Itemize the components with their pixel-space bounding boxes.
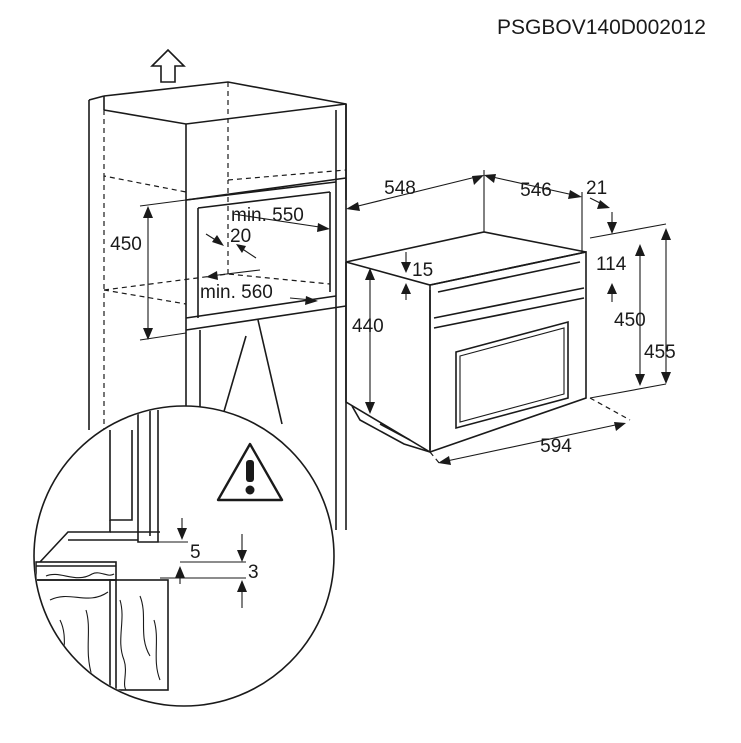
niche-width-dimension: min. 550 xyxy=(231,205,330,232)
oven-height-440-label: 440 xyxy=(352,316,384,337)
warning-triangle-icon xyxy=(216,442,284,502)
oven-depth-548-label: 548 xyxy=(384,178,416,199)
oven-offset-21-label: 21 xyxy=(586,178,607,199)
oven-offset-21: 21 xyxy=(586,178,610,209)
oven-panel-114-label: 114 xyxy=(596,254,627,275)
niche-width-label: min. 550 xyxy=(231,205,304,226)
oven-body xyxy=(345,231,587,454)
oven-front-15: 15 xyxy=(401,252,433,300)
oven-width-594-label: 594 xyxy=(540,436,572,457)
oven-front-15-label: 15 xyxy=(412,260,433,281)
oven-height-455-label: 455 xyxy=(644,342,676,363)
niche-depth-dimension: min. 560 xyxy=(200,269,318,305)
oven-height-450-label: 450 xyxy=(614,310,646,331)
niche-gap-dimension: 20 xyxy=(205,226,257,259)
niche-height-label: 450 xyxy=(110,234,142,255)
detail-callout: 5 3 xyxy=(33,319,335,707)
oven-depth-546: 546 xyxy=(484,174,583,252)
oven-height-440: 440 xyxy=(352,268,384,414)
oven-panel-114: 114 xyxy=(589,212,667,302)
oven-width-594: 594 xyxy=(429,397,631,465)
detail-gap-5-label: 5 xyxy=(190,542,201,563)
oven-height-450: 450 xyxy=(614,244,646,386)
oven-depth-546-label: 546 xyxy=(520,180,552,201)
up-arrow-icon xyxy=(150,48,186,83)
cabinet-niche xyxy=(88,81,347,530)
niche-gap-label: 20 xyxy=(230,226,251,247)
drawing-code: PSGBOV140D002012 xyxy=(497,16,706,39)
oven-height-455: 455 xyxy=(589,228,676,399)
detail-gap-3-label: 3 xyxy=(248,562,259,583)
oven-depth-548: 548 xyxy=(345,170,485,262)
niche-depth-label: min. 560 xyxy=(200,282,273,303)
niche-height-dimension: 450 xyxy=(110,199,187,341)
